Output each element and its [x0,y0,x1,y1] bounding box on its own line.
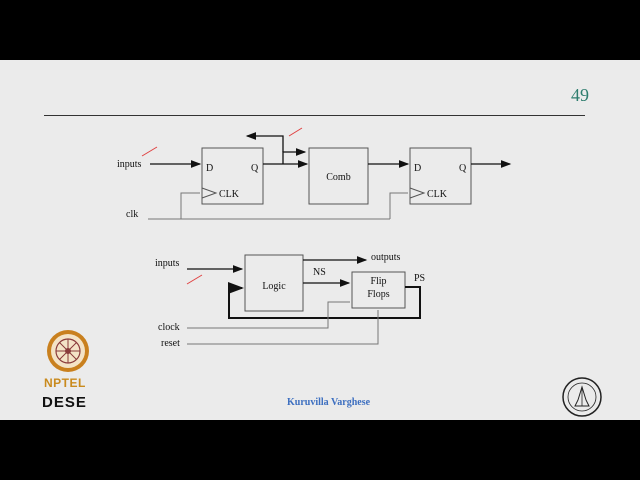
comb-label: Comb [326,172,350,183]
clock-label: clock [158,322,180,333]
flipflops-box [351,271,406,309]
branch-to-comb [282,148,307,164]
ff1-clk: CLK [219,189,240,200]
reset-wire [187,310,379,345]
author-name: Kuruvilla Varghese [287,397,371,408]
dese-logo-text: DESE [42,394,87,411]
logic-label: Logic [262,281,286,292]
outputs-label: outputs [371,252,401,263]
ff1-d: D [206,163,213,174]
slide: 49 inputs D Q CLK Comb D Q CLK [0,60,640,420]
ff2-q: Q [459,163,467,174]
ff2-clk: CLK [427,189,448,200]
ps-feedback-loop [228,282,421,319]
annotation-mark-1 [141,146,158,157]
reset-label: reset [161,338,180,349]
flipflops-label-line1: Flip [370,276,386,287]
bottom-inputs-label: inputs [155,258,180,269]
ns-label: NS [313,267,326,278]
annotation-mark-2 [288,127,303,137]
comb-box [308,147,369,205]
ff2-d: D [414,163,421,174]
top-inputs-label: inputs [117,159,142,170]
ff1-clk-symbol [201,187,218,199]
nptel-logo-text: NPTEL [44,376,86,390]
top-clk-label: clk [126,209,138,220]
flipflops-label-line2: Flops [367,289,389,300]
clk-to-ff2 [389,192,408,219]
ff1-q: Q [251,163,259,174]
clock-wire [187,301,350,329]
clk-to-ff1 [180,192,200,219]
annotation-mark-3 [186,274,203,285]
iit-emblem [562,377,602,417]
logic-box [244,254,304,312]
circuit-diagram: inputs D Q CLK Comb D Q CLK clk inputs [47,127,602,417]
ps-label: PS [414,273,425,284]
branch-output-arrow [245,132,284,152]
title-rule [44,115,585,116]
ff2-clk-symbol [409,187,426,199]
nptel-emblem [47,330,89,372]
page-number: 49 [571,85,589,105]
